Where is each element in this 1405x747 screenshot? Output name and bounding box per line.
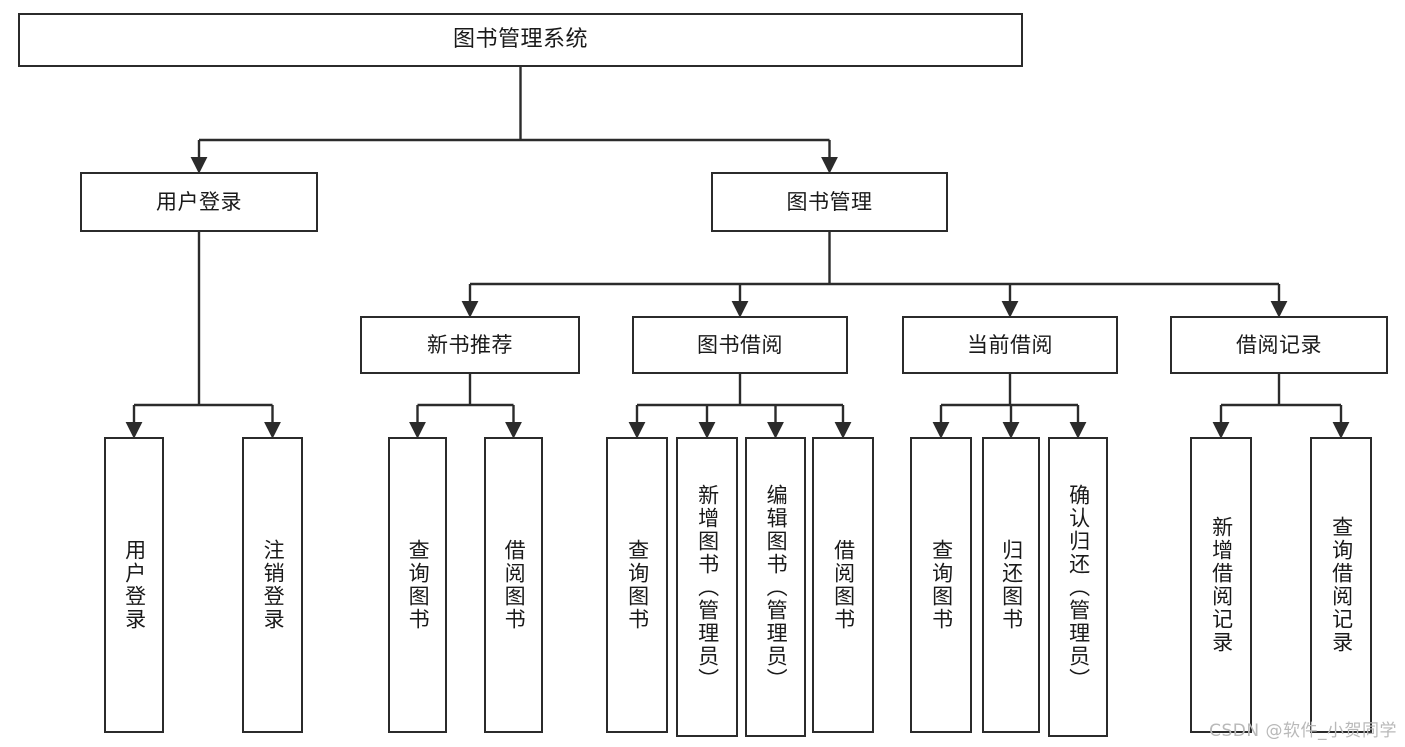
node-borrow-record[interactable]: 借阅记录 — [1170, 316, 1388, 374]
node-label-user-login: 用户登录 — [156, 189, 242, 214]
node-label-root: 图书管理系统 — [452, 26, 588, 52]
node-leaf-query-1[interactable]: 查询图书 — [388, 437, 447, 733]
node-root[interactable]: 图书管理系统 — [18, 13, 1023, 67]
node-leaf-query-rec[interactable]: 查询借阅记录 — [1310, 437, 1372, 733]
node-label-leaf-logout: 注销登录 — [261, 539, 286, 631]
node-leaf-query-3[interactable]: 查询图书 — [910, 437, 972, 733]
node-label-leaf-query-3: 查询图书 — [929, 539, 954, 631]
node-label-leaf-add-book: 新增图书（管理员） — [695, 483, 720, 691]
node-label-current-borrow: 当前借阅 — [967, 332, 1053, 357]
node-label-leaf-user-login: 用户登录 — [122, 539, 147, 631]
node-label-book-borrow: 图书借阅 — [697, 332, 783, 357]
node-label-leaf-query-rec: 查询借阅记录 — [1329, 516, 1354, 654]
node-leaf-logout[interactable]: 注销登录 — [242, 437, 303, 733]
node-leaf-add-book[interactable]: 新增图书（管理员） — [676, 437, 738, 737]
node-label-leaf-borrow-1: 借阅图书 — [502, 539, 527, 631]
node-label-leaf-edit-book: 编辑图书（管理员） — [764, 483, 789, 691]
node-leaf-borrow-1[interactable]: 借阅图书 — [484, 437, 543, 733]
node-label-leaf-query-1: 查询图书 — [406, 539, 431, 631]
node-book-borrow[interactable]: 图书借阅 — [632, 316, 848, 374]
node-label-book-manage: 图书管理 — [786, 189, 873, 214]
node-current-borrow[interactable]: 当前借阅 — [902, 316, 1118, 374]
node-new-book-rec[interactable]: 新书推荐 — [360, 316, 580, 374]
node-label-borrow-record: 借阅记录 — [1236, 332, 1322, 357]
node-label-leaf-add-rec: 新增借阅记录 — [1209, 516, 1234, 654]
node-label-leaf-confirm: 确认归还（管理员） — [1066, 483, 1091, 691]
node-label-leaf-borrow-2: 借阅图书 — [831, 539, 856, 631]
csdn-watermark: CSDN @软件_小贺同学 — [1209, 721, 1397, 741]
node-leaf-return[interactable]: 归还图书 — [982, 437, 1040, 733]
node-leaf-add-rec[interactable]: 新增借阅记录 — [1190, 437, 1252, 733]
node-user-login[interactable]: 用户登录 — [80, 172, 318, 232]
node-label-leaf-return: 归还图书 — [999, 539, 1024, 631]
node-leaf-confirm[interactable]: 确认归还（管理员） — [1048, 437, 1108, 737]
node-leaf-borrow-2[interactable]: 借阅图书 — [812, 437, 874, 733]
node-leaf-user-login[interactable]: 用户登录 — [104, 437, 164, 733]
node-label-new-book-rec: 新书推荐 — [427, 332, 513, 357]
node-leaf-query-2[interactable]: 查询图书 — [606, 437, 668, 733]
node-label-leaf-query-2: 查询图书 — [625, 539, 650, 631]
node-book-manage[interactable]: 图书管理 — [711, 172, 948, 232]
node-leaf-edit-book[interactable]: 编辑图书（管理员） — [745, 437, 806, 737]
